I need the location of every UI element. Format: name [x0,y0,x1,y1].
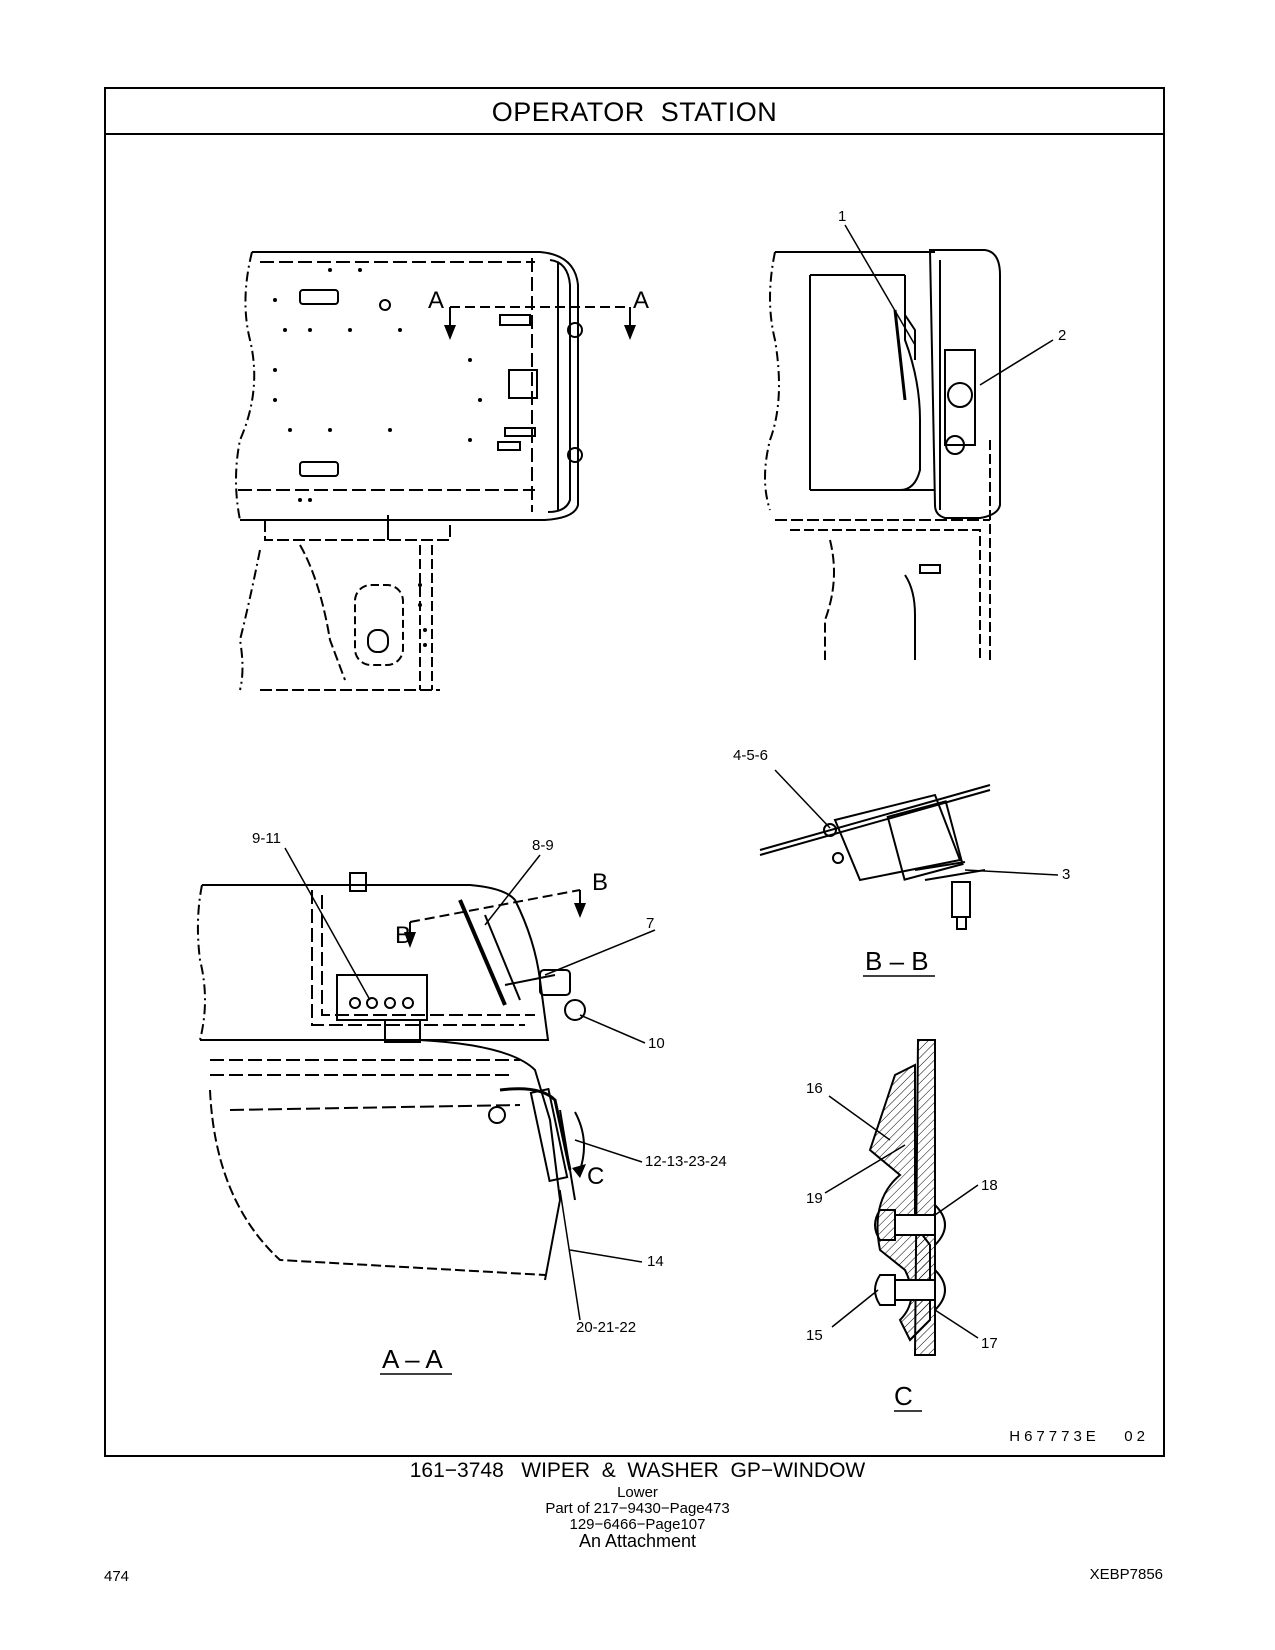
section-marks: A A B B C [395,287,649,1190]
cab-top-view [235,251,636,691]
callout-18: 18 [981,1177,998,1194]
c-section-view [868,1039,946,1356]
section-mark-a-right: A [633,287,649,314]
callout-16: 16 [806,1080,823,1097]
bb-section-view [759,784,991,930]
caption-main: 161−3748 WIPER & WASHER GP−WINDOW [409,1459,866,1482]
callout-3: 3 [1062,866,1070,883]
section-mark-a-left: A [428,287,444,314]
callout-labels: 1 2 3 4-5-6 7 8-9 9-11 10 12-13-23-24 14… [252,208,1070,1352]
callout-7: 7 [646,915,654,932]
callout-9-11: 9-11 [252,830,281,847]
page-number: 474 [104,1568,130,1585]
callout-17: 17 [981,1335,998,1352]
aa-section-view [196,872,586,1281]
caption-line-1: Lower [617,1484,658,1501]
caption-line-2: Part of 217−9430−Page473 [545,1500,730,1517]
caption-line-3: 129−6466−Page107 [569,1516,706,1533]
callout-15: 15 [806,1327,823,1344]
illustration-frame: OPERATOR STATION H67773E 02 [104,87,1165,1457]
callout-12-13-23-24: 12-13-23-24 [645,1153,727,1170]
callout-4-5-6: 4-5-6 [733,747,768,764]
callout-8-9: 8-9 [532,837,554,854]
cab-side-view [764,249,1001,660]
page-title-bar: OPERATOR STATION [106,89,1163,135]
callout-2: 2 [1058,327,1066,344]
drawing-code: H67773E 02 [1009,1428,1149,1445]
callout-20-21-22: 20-21-22 [576,1319,636,1336]
callout-14: 14 [647,1253,664,1270]
view-title-bb: B – B [865,946,929,976]
document-code: XEBP7856 [1089,1566,1163,1583]
section-mark-b-left: B [395,922,411,949]
caption-line-4: An Attachment [578,1531,697,1551]
leader-lines [284,224,1059,1339]
callout-1: 1 [838,208,846,225]
section-mark-c: C [587,1163,604,1190]
page-title: OPERATOR STATION [491,97,778,127]
view-titles: A – A B – B C [382,946,929,1411]
cab-rivet-dots [273,268,482,647]
view-title-aa: A – A [382,1344,443,1374]
callout-19: 19 [806,1190,823,1207]
callout-10: 10 [648,1035,665,1052]
view-title-c: C [894,1381,913,1411]
section-mark-b-right: B [592,869,608,896]
